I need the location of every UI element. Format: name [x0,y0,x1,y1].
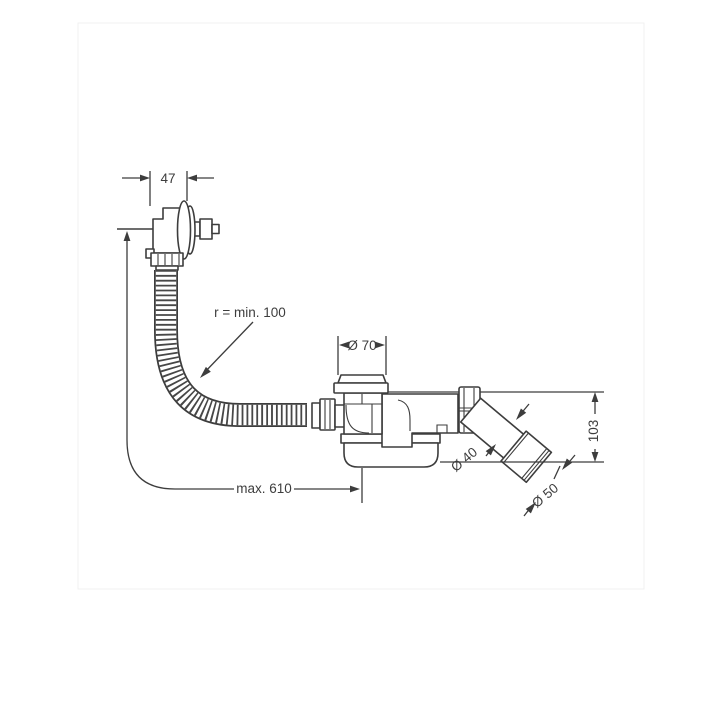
trap-bell [345,404,370,434]
hose-corrugation [155,270,307,426]
dim-70-label: Ø 70 [347,338,376,353]
dim-radius-label: r = min. 100 [214,305,286,320]
waste-trap-assembly [333,374,553,484]
outlet-pipe [459,397,553,484]
dimension-flange-diameter: Ø 70 [337,336,387,375]
waste-flange [337,374,387,384]
dim-max610-label: max. 610 [236,481,292,496]
dimension-overflow-depth: 47 [122,171,214,206]
dimension-max-length: max. 610 [123,231,363,503]
outlet-elbow [381,393,459,448]
outlet-socket [500,430,553,484]
dimension-bend-radius: r = min. 100 [200,305,286,378]
overflow-rosette [176,200,192,260]
dimension-outlet-height: 103 [586,392,601,462]
waste-tee-body [343,392,383,435]
dim-40-label: Ø 40 [448,444,480,474]
dim-47-label: 47 [160,171,175,186]
dim-103-label: 103 [586,420,601,443]
overflow-unit [117,200,220,271]
overflow-knob [199,218,213,240]
hose-trap-connector [311,398,346,431]
overflow-hose-nut [150,252,184,267]
flexible-hose [154,270,307,427]
dim-50-label: Ø 50 [529,480,561,510]
trap-cup [343,442,439,468]
canvas-border [77,22,645,590]
